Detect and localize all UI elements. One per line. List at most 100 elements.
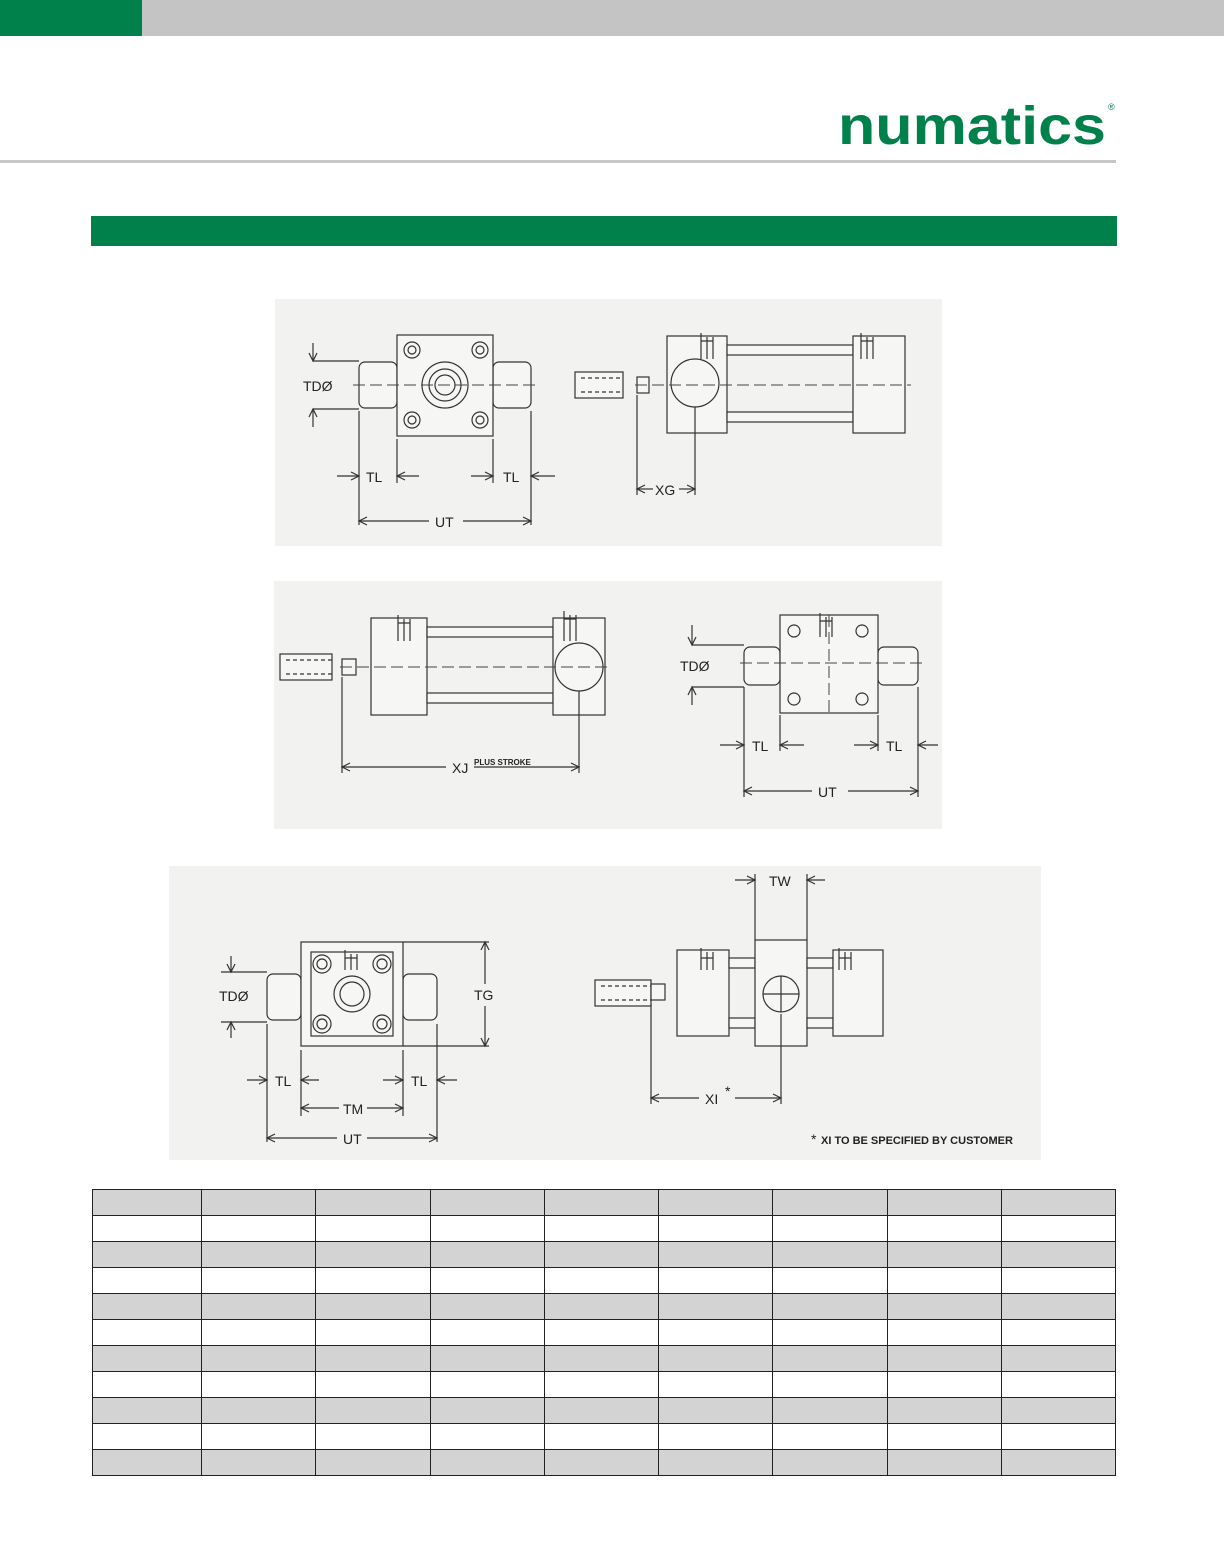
table-cell	[92, 1319, 202, 1346]
table-cell	[92, 1267, 202, 1294]
logo-wordmark: numatics	[838, 96, 1106, 152]
table-row	[92, 1267, 1117, 1294]
figure-3-panel: TG TDØ TL TL TM UT	[169, 866, 1041, 1160]
table-cell	[92, 1397, 202, 1424]
table-cell	[429, 1449, 545, 1476]
table-cell	[886, 1423, 1002, 1450]
table-cell	[200, 1319, 317, 1346]
note-asterisk: *	[811, 1131, 817, 1147]
table-cell	[543, 1397, 660, 1424]
trunnion-pin-right	[877, 646, 919, 686]
table-cell	[200, 1293, 317, 1320]
figure-3-drawing: TG TDØ TL TL TM UT	[219, 873, 1013, 1147]
table-cell	[92, 1215, 202, 1242]
tl-label-left: TL	[752, 738, 769, 754]
table-cell	[657, 1371, 774, 1398]
table-cell	[772, 1189, 888, 1216]
table-cell	[543, 1371, 660, 1398]
table-cell	[657, 1449, 774, 1476]
table-row	[92, 1189, 1117, 1216]
table-cell	[429, 1215, 545, 1242]
table-cell	[543, 1449, 660, 1476]
end-cap	[779, 614, 879, 714]
table-cell	[200, 1423, 317, 1450]
table-cell	[543, 1319, 660, 1346]
td-label: TDØ	[219, 988, 249, 1004]
table-cell	[1000, 1397, 1117, 1424]
table-cell	[315, 1449, 431, 1476]
table-cell	[886, 1293, 1002, 1320]
xi-note: XI TO BE SPECIFIED BY CUSTOMER	[821, 1135, 1013, 1147]
table-cell	[772, 1267, 888, 1294]
figure-2-drawing: XJ PLUS STROKE TDØ TL TL UT	[279, 611, 938, 800]
table-cell	[543, 1241, 660, 1268]
tl-label-right: TL	[886, 738, 903, 754]
table-cell	[543, 1293, 660, 1320]
table-cell	[315, 1319, 431, 1346]
ut-label: UT	[818, 784, 837, 800]
table-cell	[772, 1423, 888, 1450]
table-cell	[886, 1241, 1002, 1268]
table-row	[92, 1345, 1117, 1372]
table-cell	[543, 1189, 660, 1216]
table-cell	[315, 1241, 431, 1268]
table-cell	[543, 1345, 660, 1372]
table-cell	[92, 1345, 202, 1372]
table-cell	[200, 1371, 317, 1398]
tl-label-left: TL	[366, 469, 383, 485]
header-rule	[0, 160, 1116, 163]
registered-mark: ®	[1108, 102, 1115, 112]
cap-block	[832, 949, 884, 1037]
table-cell	[543, 1267, 660, 1294]
table-cell	[429, 1293, 545, 1320]
table-row	[92, 1319, 1117, 1346]
table-cell	[657, 1189, 774, 1216]
table-cell	[92, 1371, 202, 1398]
td-label: TDØ	[303, 378, 333, 394]
table-row	[92, 1241, 1117, 1268]
xi-asterisk: *	[725, 1083, 731, 1099]
trunnion-block	[300, 941, 404, 1047]
table-cell	[657, 1397, 774, 1424]
table-cell	[92, 1241, 202, 1268]
td-label: TDØ	[680, 658, 710, 674]
tm-label: TM	[343, 1101, 363, 1117]
table-cell	[200, 1267, 317, 1294]
table-cell	[429, 1345, 545, 1372]
table-cell	[429, 1241, 545, 1268]
top-bar-accent	[0, 0, 142, 36]
table-cell	[772, 1319, 888, 1346]
numatics-logo: numatics ®	[838, 96, 1115, 152]
table-row	[92, 1215, 1117, 1242]
table-cell	[886, 1189, 1002, 1216]
table-row	[92, 1371, 1117, 1398]
table-cell	[772, 1371, 888, 1398]
table-cell	[315, 1345, 431, 1372]
table-cell	[200, 1215, 317, 1242]
xi-label: XI	[705, 1091, 718, 1107]
table-cell	[429, 1267, 545, 1294]
xg-label: XG	[655, 482, 675, 498]
tl-label-left: TL	[275, 1073, 292, 1089]
table-cell	[200, 1345, 317, 1372]
piston-rod	[594, 979, 652, 1007]
table-cell	[657, 1267, 774, 1294]
table-cell	[315, 1397, 431, 1424]
table-cell	[200, 1397, 317, 1424]
table-cell	[92, 1449, 202, 1476]
dimensions-table	[92, 1189, 1117, 1476]
table-cell	[886, 1345, 1002, 1372]
table-cell	[886, 1319, 1002, 1346]
table-cell	[315, 1293, 431, 1320]
table-cell	[886, 1449, 1002, 1476]
xj-label: XJ	[452, 760, 468, 776]
table-cell	[315, 1267, 431, 1294]
table-cell	[543, 1215, 660, 1242]
table-cell	[429, 1423, 545, 1450]
tg-label: TG	[474, 987, 493, 1003]
table-cell	[886, 1267, 1002, 1294]
table-cell	[1000, 1241, 1117, 1268]
rod-bore	[333, 975, 371, 1013]
table-cell	[1000, 1371, 1117, 1398]
table-cell	[543, 1423, 660, 1450]
